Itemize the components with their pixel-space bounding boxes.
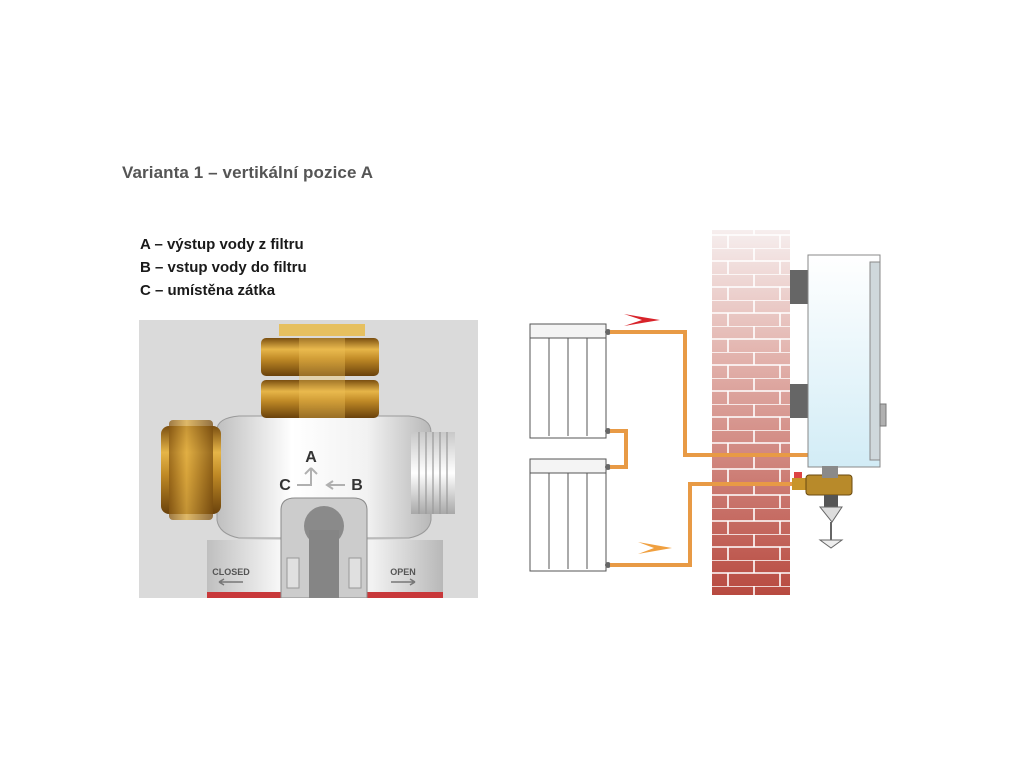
flow-in-arrow-icon — [638, 542, 672, 554]
pipes — [610, 330, 810, 567]
arrow-right-icon — [391, 578, 416, 586]
legend-list: A – výstup vody z filtru B – vstup vody … — [140, 233, 307, 302]
legend-item-c: C – umístěna zátka — [140, 282, 276, 299]
boiler — [790, 254, 887, 468]
port-label-a: A — [305, 449, 317, 466]
legend-item-b: B – vstup vody do filtru — [140, 259, 307, 276]
closed-label: CLOSED — [212, 567, 250, 577]
radiator-bottom — [529, 458, 611, 572]
port-label-c: C — [279, 477, 291, 494]
flow-out-arrow-icon — [624, 314, 660, 326]
port-label-b: B — [351, 477, 363, 494]
filter-valve-photo: A C B CLOSED OPEN — [139, 320, 478, 598]
open-label: OPEN — [390, 567, 416, 577]
heating-scheme — [520, 222, 900, 598]
filter-assembly — [792, 466, 853, 549]
page-title: Varianta 1 – vertikální pozice A — [122, 163, 374, 182]
radiator-top — [529, 323, 611, 439]
legend-item-a: A – výstup vody z filtru — [140, 236, 304, 253]
arrow-left-icon — [218, 578, 243, 586]
